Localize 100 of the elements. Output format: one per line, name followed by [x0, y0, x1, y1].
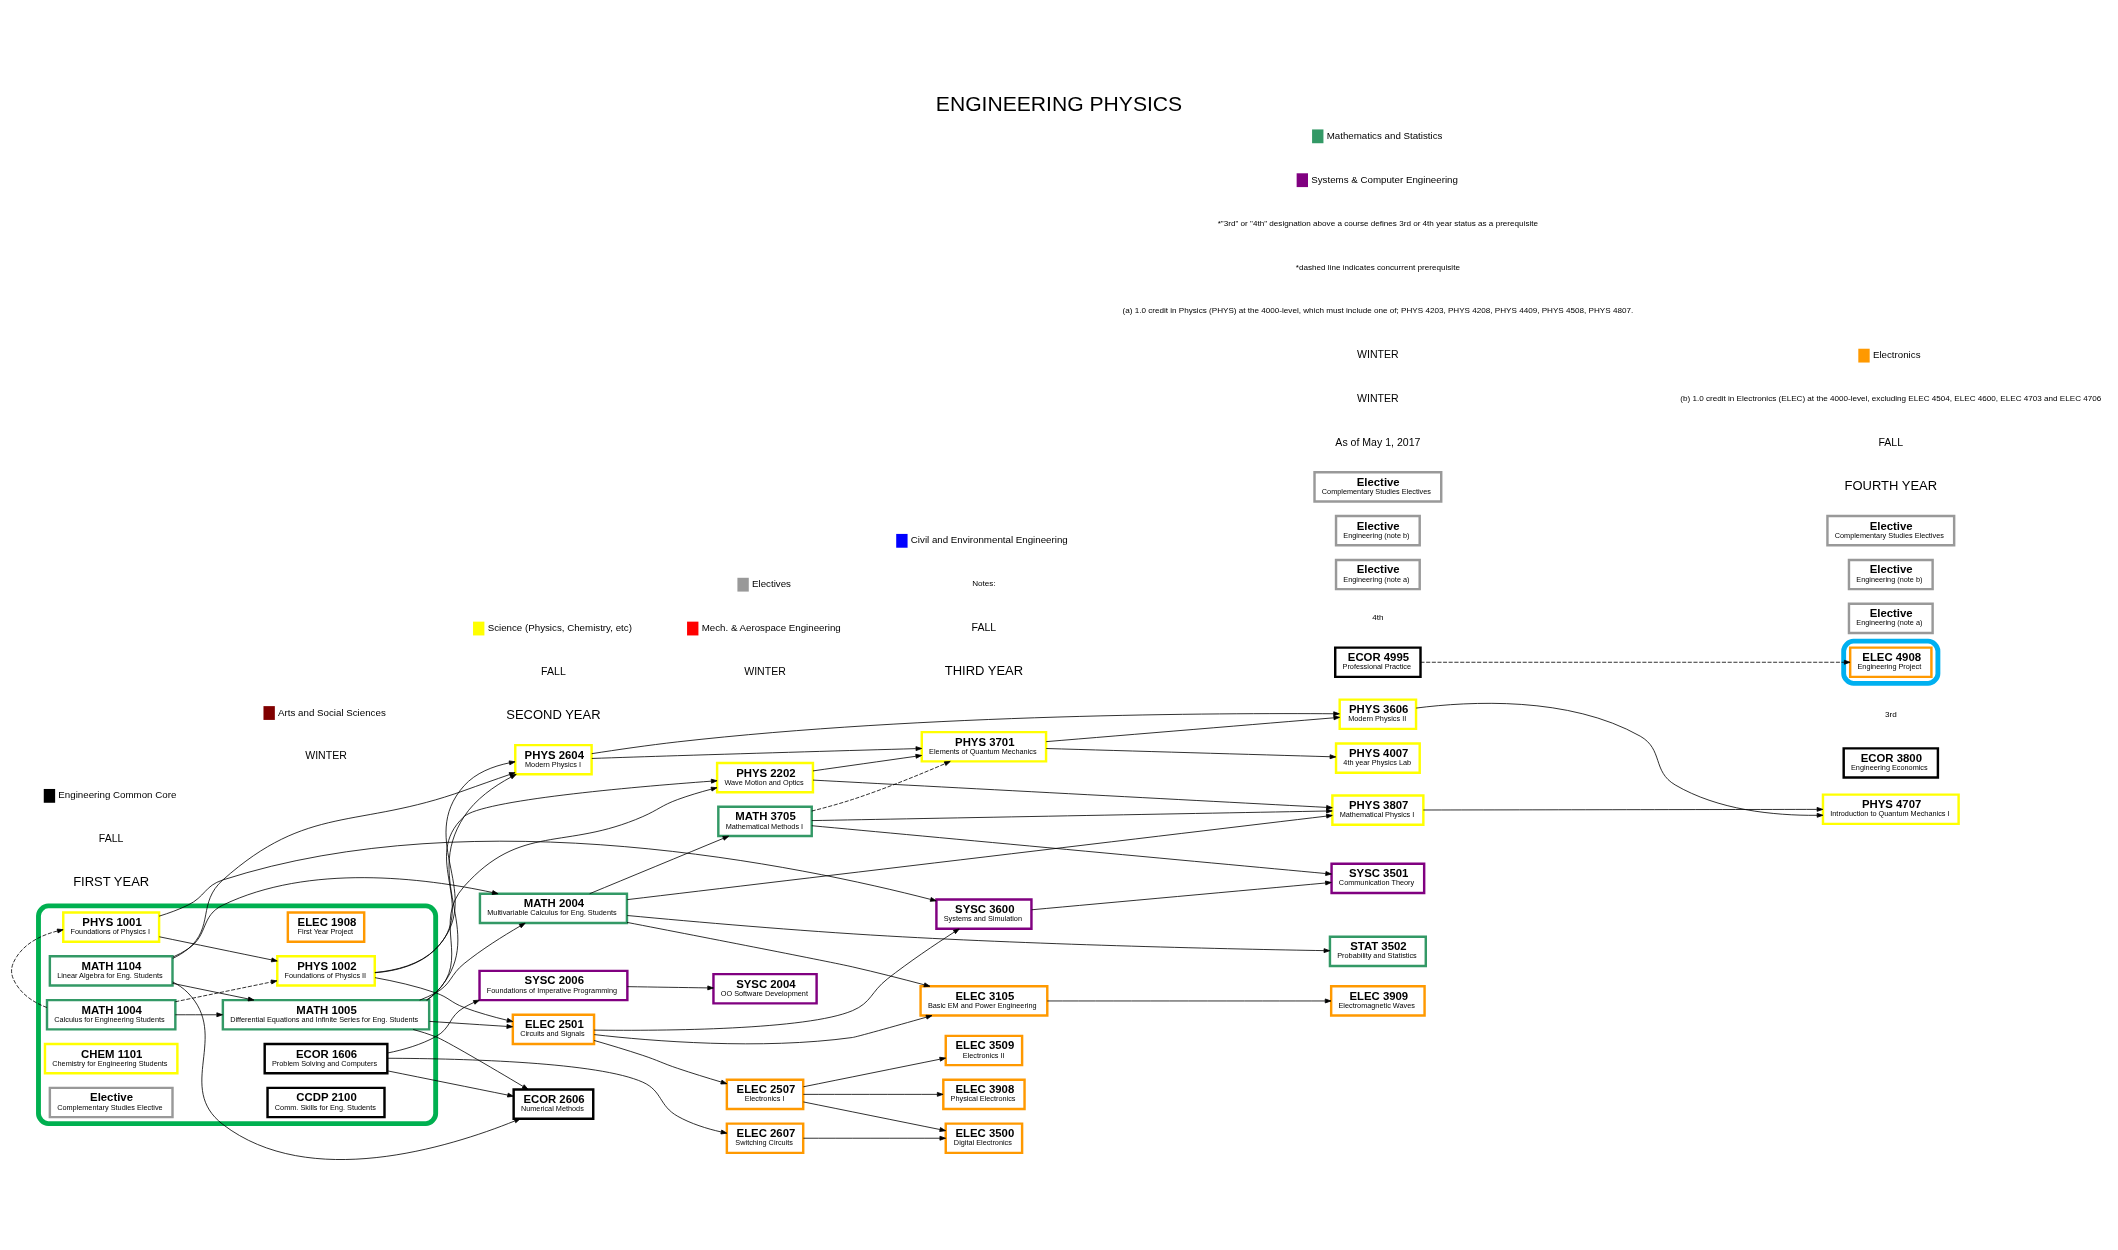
arrow [812, 779, 1333, 810]
node-box: ELEC 1908 First Year Project [286, 910, 366, 943]
label: SECOND YEAR [506, 706, 601, 722]
arrow [172, 876, 499, 957]
arrow [803, 1135, 947, 1141]
node-box: PHYS 2202 Wave Motion and Optics [715, 761, 815, 793]
node-box: STAT 3502 Probability and Statistics [1328, 935, 1427, 967]
arrow [626, 921, 931, 987]
legend-label: Civil and Environmental Engineering [910, 533, 1068, 545]
arrow [812, 753, 922, 771]
node-box: PHYS 3606 Modern Physics II [1338, 697, 1418, 730]
arrow [1415, 702, 1824, 818]
node-box: PHYS 1002 Foundations of Physics II [276, 954, 376, 987]
label: FALL [1878, 435, 1904, 448]
legend-label: Systems & Computer Engineering [1311, 173, 1458, 185]
node-box: PHYS 2604 Modern Physics I [514, 743, 593, 776]
arrow [626, 914, 1331, 953]
arrow [172, 980, 521, 1160]
node-box: Elective Engineering (note a) [1847, 602, 1934, 634]
node-box: Elective Complementary Studies Electives [1313, 470, 1443, 503]
arrow [11, 928, 64, 1008]
arrow [158, 840, 937, 917]
node-box: MATH 3705 Mathematical Methods I [717, 805, 813, 837]
node-box: ECOR 1606 Problem Solving and Computers [263, 1042, 389, 1074]
label: *"3rd" or "4th" designation above a course defines 3rd or 4th year status as a prerequisite [1217, 218, 1539, 228]
legend-label: Science (Physics, Chemistry, etc) [487, 621, 632, 633]
label: (a) 1.0 credit in Physics (PHYS) at the 4000-level, which must include one of; PHYS 4203, PHYS 4208, PHYS 4409, PHYS 4508, PHYS 4807. [1122, 305, 1634, 315]
legend-label: Electives [752, 577, 791, 589]
node-box: MATH 1104 Linear Algebra for Eng. Students [48, 954, 174, 987]
arrow [803, 1056, 947, 1087]
node-box: ELEC 2607 Switching Circuits [725, 1121, 805, 1154]
label: WINTER [1357, 391, 1399, 404]
node-box: SYSC 2004 OO Software Development [712, 972, 818, 1005]
node-box: CHEM 1101 Chemistry for Engineering Students [43, 1042, 179, 1074]
arrow [1422, 806, 1824, 812]
arrow [429, 1020, 513, 1029]
legend-label: Engineering Common Core [58, 788, 177, 800]
label: (b) 1.0 credit in Electronics (ELEC) at the 4000-level, excluding ELEC 4504, ELEC 4600, ELEC 4703 and ELEC 4706 [1680, 393, 2102, 403]
arrow [1046, 998, 1332, 1003]
label: WINTER [1357, 347, 1399, 360]
node-box: ECOR 4995 Professional Practice [1334, 645, 1422, 678]
arrow [172, 771, 516, 959]
diagram-title: ENGINEERING PHYSICS [935, 91, 1183, 115]
arrow [1045, 747, 1337, 759]
arrow [387, 1057, 728, 1134]
node-box: ELEC 4908 Engineering Project [1848, 645, 1933, 678]
legend-label: Arts and Social Sciences [278, 706, 386, 718]
arrow [387, 999, 480, 1053]
arrow [419, 922, 526, 1001]
arrow [374, 778, 718, 973]
arrow [803, 1091, 944, 1097]
arrow [591, 745, 923, 759]
arrow [593, 1039, 728, 1084]
arrow [172, 982, 255, 1001]
arrow [803, 1101, 947, 1132]
arrow [811, 760, 951, 811]
node-box: SYSC 3600 Systems and Simulation [935, 897, 1033, 930]
arrow [174, 979, 278, 1002]
node-box: ELEC 3509 Electronics II [944, 1034, 1024, 1066]
node-box: PHYS 4007 4th year Physics Lab [1334, 741, 1421, 774]
legend-label: Mathematics and Statistics [1326, 129, 1443, 141]
arrow [425, 786, 718, 1000]
arrow [626, 813, 1333, 900]
node-box: ELEC 3909 Electromagnetic Waves [1329, 984, 1426, 1017]
label: FIRST YEAR [73, 873, 150, 889]
node-box: PHYS 3807 Mathematical Physics I [1331, 793, 1425, 826]
node-box: Elective Engineering (note b) [1334, 514, 1421, 546]
arrow [174, 1011, 223, 1017]
arrow [412, 1028, 529, 1090]
node-box: MATH 1004 Calculus for Engineering Students [45, 998, 177, 1031]
arrow [158, 935, 278, 962]
label: FALL [98, 831, 124, 844]
arrow [811, 808, 1333, 821]
node-box: Elective Complementary Studies Electives [1826, 514, 1956, 546]
node-label: 3rd [1884, 709, 1897, 719]
node-box: PHYS 3701 Elements of Quantum Mechanics [920, 730, 1048, 763]
label: FALL [971, 620, 997, 633]
arrow [593, 928, 960, 1031]
node-box: Elective Complementary Studies Elective [48, 1086, 174, 1118]
node-box: SYSC 3501 Communication Theory [1330, 861, 1426, 894]
node-box: Elective Engineering (note b) [1847, 558, 1934, 590]
arrow [426, 773, 517, 1001]
node-box: MATH 2004 Multivariable Calculus for Eng. Students [478, 892, 629, 924]
node-box: ELEC 3908 Physical Electronics [942, 1078, 1026, 1110]
label: Notes: [972, 578, 996, 588]
node-box: CCDP 2100 Comm. Skills for Eng. Students [266, 1086, 386, 1118]
node-label: 4th [1372, 612, 1384, 622]
node-box: ECOR 2606 Numerical Methods [512, 1087, 595, 1120]
arrow [591, 710, 1340, 754]
node-box: Elective Engineering (note a) [1334, 558, 1421, 590]
arrow [1045, 714, 1340, 742]
legend-label: Electronics [1872, 348, 1921, 360]
arrow [593, 1014, 933, 1044]
label: WINTER [305, 748, 347, 761]
label: As of May 1, 2017 [1335, 435, 1421, 448]
arrow [1031, 880, 1332, 910]
arrow [387, 1069, 514, 1097]
label: THIRD YEAR [944, 662, 1024, 678]
node-box: PHYS 4707 Introduction to Quantum Mechanics I [1821, 792, 1960, 825]
arrow [811, 824, 1332, 876]
